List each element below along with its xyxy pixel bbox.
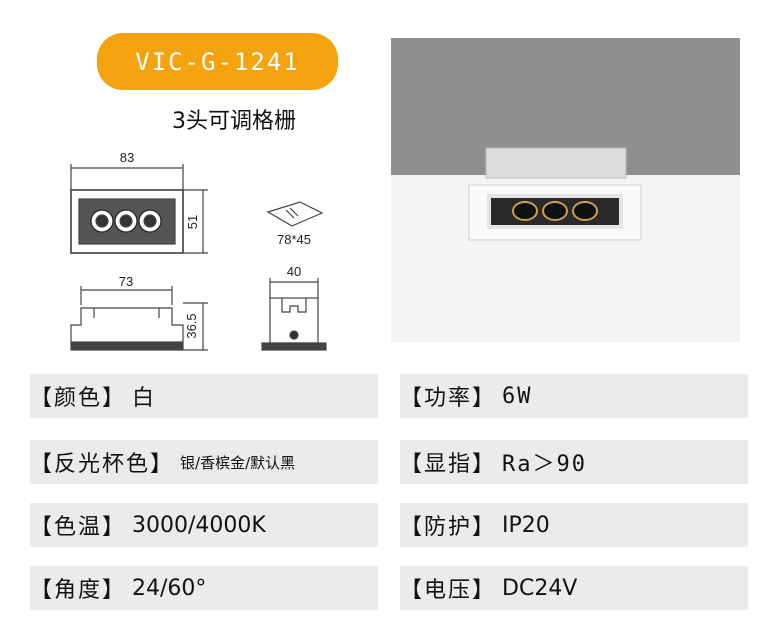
spec-cri-key: 【显指】	[400, 452, 497, 477]
model-number: VIC-G-1241	[135, 47, 300, 76]
model-badge: VIC-G-1241	[97, 33, 338, 90]
spec-power-key: 【功率】	[400, 386, 497, 411]
cutout-icon	[266, 201, 324, 227]
side-width-label: 73	[119, 274, 133, 289]
spec-ip-value: IP20	[502, 512, 550, 538]
end-view-drawing	[261, 278, 327, 351]
spec-cct-value: 3000/4000K	[132, 512, 266, 538]
spec-power: 【功率】 6W	[400, 374, 748, 418]
spec-color-key: 【颜色】	[30, 386, 127, 411]
spec-ip-key: 【防护】	[400, 515, 497, 540]
spec-angle: 【角度】 24/60°	[30, 566, 378, 610]
dimension-drawings: 83 51 78*45 73 36.5 40	[70, 150, 327, 351]
front-height-label: 51	[185, 215, 200, 229]
spec-cct-key: 【色温】	[30, 515, 127, 540]
spec-cri: 【显指】 Ra＞90	[400, 440, 748, 484]
spec-cup-color-value: 银/香槟金/默认黑	[180, 453, 296, 472]
side-view-drawing	[70, 286, 208, 351]
front-view-drawing	[70, 164, 208, 254]
spec-cct: 【色温】 3000/4000K	[30, 503, 378, 547]
front-width-label: 83	[120, 150, 134, 165]
spec-color: 【颜色】 白	[30, 374, 378, 418]
spec-angle-key: 【角度】	[30, 578, 127, 603]
spec-power-value: 6W	[502, 383, 533, 409]
spec-angle-value: 24/60°	[132, 575, 207, 601]
spec-voltage: 【电压】 DC24V	[400, 566, 748, 610]
spec-color-value: 白	[132, 386, 155, 411]
product-photo	[391, 38, 740, 342]
spec-cup-color: 【反光杯色】 银/香槟金/默认黑	[30, 440, 378, 484]
spec-ip: 【防护】 IP20	[400, 503, 748, 547]
end-width-label: 40	[287, 264, 301, 279]
side-height-label: 36.5	[184, 313, 199, 338]
cutout-label: 78*45	[277, 232, 311, 247]
spec-voltage-key: 【电压】	[400, 578, 497, 603]
spec-cri-value: Ra＞90	[502, 452, 587, 477]
product-subtitle: 3头可调格栅	[172, 109, 296, 134]
spec-voltage-value: DC24V	[502, 575, 578, 601]
spec-cup-color-key: 【反光杯色】	[30, 452, 175, 477]
